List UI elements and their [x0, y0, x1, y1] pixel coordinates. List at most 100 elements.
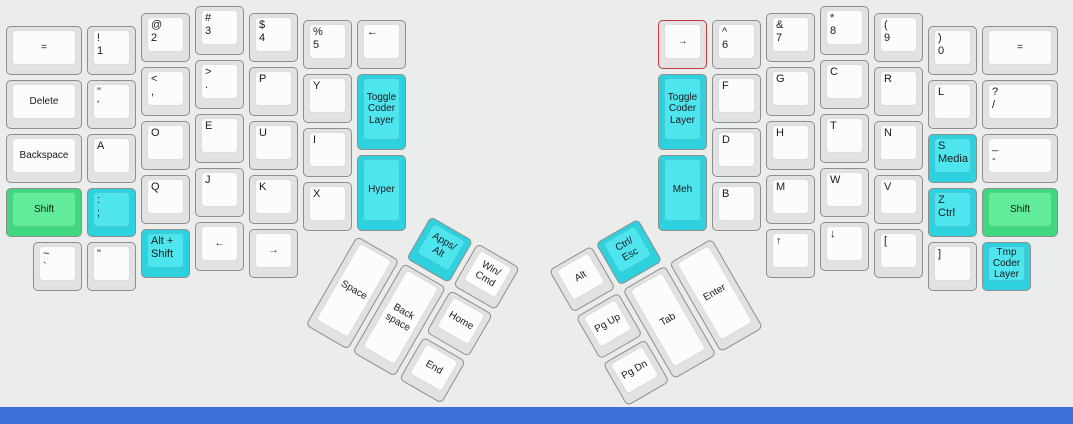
- key-hyper[interactable]: Hyper: [357, 155, 406, 231]
- key-comma[interactable]: <,: [141, 67, 190, 116]
- key-legend: K: [259, 181, 267, 193]
- key-shift-left[interactable]: Shift: [6, 188, 82, 237]
- key-legend: :: [97, 194, 101, 206]
- key-letter-t[interactable]: T: [820, 114, 869, 163]
- key-quote[interactable]: "': [87, 80, 136, 129]
- key-left-bracket[interactable]: [: [874, 229, 923, 278]
- key-legend: P: [259, 73, 267, 85]
- key-legend: D: [722, 134, 730, 146]
- key-num-0[interactable]: )0: [928, 26, 977, 75]
- key-equals-right[interactable]: =: [982, 26, 1058, 75]
- key-letter-w[interactable]: W: [820, 168, 869, 217]
- key-left-arrow-top[interactable]: ←: [357, 20, 406, 69]
- key-num-5[interactable]: %5: [303, 20, 352, 69]
- key-legend: X: [313, 188, 321, 200]
- keycap: C: [826, 64, 863, 99]
- key-num-3[interactable]: #3: [195, 6, 244, 55]
- key-letter-f[interactable]: F: [712, 74, 761, 123]
- key-letter-d[interactable]: D: [712, 128, 761, 177]
- key-letter-n[interactable]: N: [874, 121, 923, 170]
- key-legend: .: [205, 78, 209, 91]
- key-legend: Ctrl: [938, 206, 956, 219]
- keycap: I: [309, 132, 346, 167]
- key-num-7[interactable]: &7: [766, 13, 815, 62]
- key-num-4[interactable]: $4: [249, 13, 298, 62]
- key-letter-o[interactable]: O: [141, 121, 190, 170]
- key-legend: 6: [722, 38, 729, 51]
- key-letter-g[interactable]: G: [766, 67, 815, 116]
- key-legend: →: [268, 244, 279, 256]
- key-legend: ": [97, 86, 101, 98]
- keycap: X: [309, 186, 346, 221]
- key-legend: _: [992, 140, 999, 152]
- key-letter-a[interactable]: A: [87, 134, 136, 183]
- key-letter-x[interactable]: X: [303, 182, 352, 231]
- key-legend: C: [830, 66, 838, 78]
- key-letter-r[interactable]: R: [874, 67, 923, 116]
- key-letter-h[interactable]: H: [766, 121, 815, 170]
- key-dash[interactable]: _-: [982, 134, 1058, 183]
- key-letter-m[interactable]: M: [766, 175, 815, 224]
- key-legend: H: [776, 127, 784, 139]
- key-semicolon[interactable]: :;: [87, 188, 136, 237]
- key-alt-shift[interactable]: Alt +Shift: [141, 229, 190, 278]
- keycap: $4: [255, 17, 292, 52]
- keycap: _-: [988, 138, 1052, 173]
- key-legend: End: [423, 357, 445, 377]
- key-legend: 4: [259, 31, 266, 44]
- key-letter-j[interactable]: J: [195, 168, 244, 217]
- key-letter-p[interactable]: P: [249, 67, 298, 116]
- keycap: End: [409, 342, 459, 392]
- key-num-6[interactable]: ^6: [712, 20, 761, 69]
- key-letter-b[interactable]: B: [712, 182, 761, 231]
- key-equals-left[interactable]: =: [6, 26, 82, 75]
- key-left-arrow-bottom[interactable]: ←: [195, 222, 244, 271]
- key-right-arrow-bottom[interactable]: →: [249, 229, 298, 278]
- key-letter-l[interactable]: L: [928, 80, 977, 129]
- key-period[interactable]: >.: [195, 60, 244, 109]
- key-num-9[interactable]: (9: [874, 13, 923, 62]
- key-letter-u[interactable]: U: [249, 121, 298, 170]
- key-delete[interactable]: Delete: [6, 80, 82, 129]
- key-legend: ;: [97, 206, 101, 219]
- keycap: Backspace: [12, 138, 76, 173]
- key-meh[interactable]: Meh: [658, 155, 707, 231]
- key-legend: L: [938, 86, 945, 98]
- key-letter-q[interactable]: Q: [141, 175, 190, 224]
- key-legend: G: [776, 73, 785, 85]
- key-letter-i[interactable]: I: [303, 128, 352, 177]
- key-slash[interactable]: ?/: [982, 80, 1058, 129]
- key-down-arrow[interactable]: ↓: [820, 222, 869, 271]
- keycap: :;: [93, 192, 130, 227]
- key-letter-c[interactable]: C: [820, 60, 869, 109]
- key-shift-right[interactable]: Shift: [982, 188, 1058, 237]
- key-legend: Shift: [151, 247, 174, 260]
- key-letter-k[interactable]: K: [249, 175, 298, 224]
- key-letter-v[interactable]: V: [874, 175, 923, 224]
- key-legend: (: [884, 19, 888, 31]
- key-num-2[interactable]: @2: [141, 13, 190, 62]
- key-legend: Toggle: [366, 92, 397, 104]
- keycap: <,: [147, 71, 184, 106]
- key-right-arrow-top[interactable]: →: [658, 20, 707, 69]
- key-right-bracket[interactable]: ]: [928, 242, 977, 291]
- key-up-arrow[interactable]: ↑: [766, 229, 815, 278]
- key-num-1[interactable]: !1: [87, 26, 136, 75]
- key-legend: Tab: [658, 310, 678, 328]
- key-legend: $: [259, 19, 266, 31]
- key-num-8[interactable]: *8: [820, 6, 869, 55]
- key-legend: Q: [151, 181, 160, 193]
- keycap: E: [201, 118, 238, 153]
- key-letter-y[interactable]: Y: [303, 74, 352, 123]
- key-letter-e[interactable]: E: [195, 114, 244, 163]
- key-quote-bottom[interactable]: ": [87, 242, 136, 291]
- key-backspace-left[interactable]: Backspace: [6, 134, 82, 183]
- key-legend: Home: [446, 308, 476, 332]
- key-legend: Layer: [669, 114, 695, 126]
- key-grave[interactable]: ~`: [33, 242, 82, 291]
